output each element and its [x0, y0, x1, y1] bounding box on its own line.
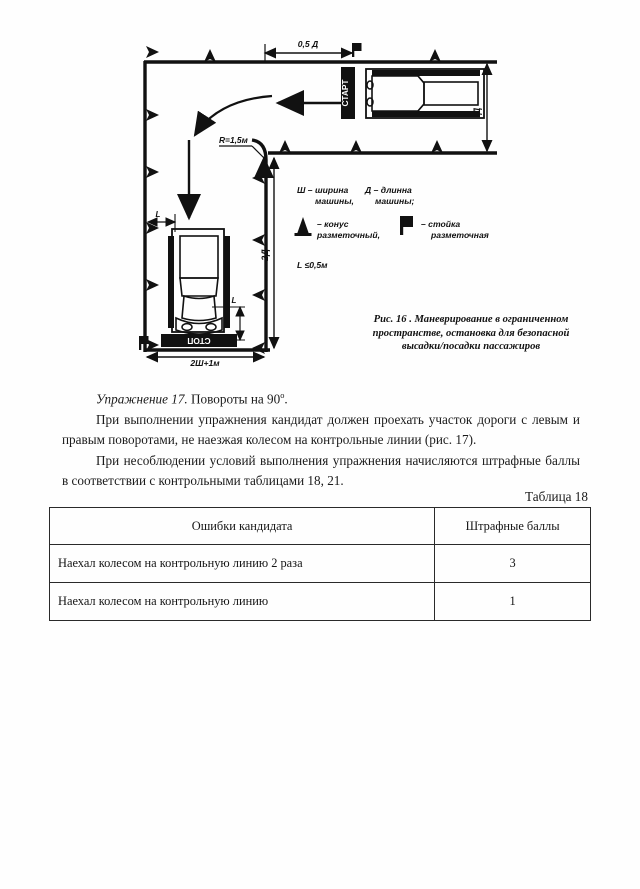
legend-cone-line2: разметочный,	[316, 230, 380, 240]
cone-marker	[146, 109, 159, 121]
start-banner: СТАРТ	[340, 67, 355, 119]
gap-label-right: L	[232, 296, 237, 305]
cone-marker	[204, 49, 216, 62]
radius-label: R=1,5м	[219, 135, 249, 145]
car-top-view-start	[365, 68, 485, 119]
dim-label-two-length: 2Д	[260, 249, 270, 262]
figure-16: 0,5 Д Д 2Д 2Ш+1м L L R=1,5м	[0, 0, 640, 372]
cone-marker	[252, 342, 265, 354]
legend-width-line2: машины,	[315, 196, 354, 206]
penalty-table: Ошибки кандидата Штрафные баллы Наехал к…	[48, 507, 591, 621]
figure-caption-line-3: высадки/посадки пассажиров	[401, 341, 541, 353]
legend-length-line1: Д – длинна	[364, 185, 412, 195]
cone-marker	[279, 140, 291, 153]
cone-marker	[146, 279, 159, 291]
legend-length-line2: машины;	[375, 196, 415, 206]
degree-sign: o	[280, 391, 285, 400]
stop-label: СТОП	[187, 336, 210, 346]
table-number-label: Таблица 18	[525, 489, 588, 504]
legend-cone-line1: – конус	[317, 219, 349, 229]
cone-marker	[350, 140, 362, 153]
exercise-heading: Упражнение 17. Повороты на 90o.	[62, 386, 580, 410]
cone-marker	[252, 234, 265, 246]
paragraph-3: При несоблюдении условий выполнения упра…	[62, 452, 580, 489]
legend-l-value: L ≤0,5м	[297, 260, 328, 270]
cell-error: Наехал колесом на контрольную линию	[48, 582, 436, 621]
legend-post-line1: – стойка	[421, 219, 460, 229]
cone-marker	[252, 289, 265, 301]
table-row: Наехал колесом на контрольную линию 1	[48, 582, 591, 621]
figure-caption-line-1: Рис. 16 . Маневрирование в ограниченном	[373, 314, 569, 325]
table-row: Наехал колесом на контрольную линию 2 ра…	[48, 544, 591, 583]
cell-points: 3	[434, 544, 591, 583]
post-icon	[400, 216, 413, 235]
paragraph-2: При выполнении упражнения кандидат долже…	[62, 411, 580, 448]
exercise-title: Упражнение 17.	[96, 391, 188, 407]
exercise-end: .	[284, 391, 288, 407]
gap-label-left: L	[156, 210, 161, 219]
figure-16-diagram: 0,5 Д Д 2Д 2Ш+1м L L R=1,5м	[139, 39, 497, 368]
cone-marker	[146, 166, 159, 178]
table-header-row: Ошибки кандидата Штрафные баллы	[48, 507, 591, 545]
column-header-errors: Ошибки кандидата	[48, 507, 436, 545]
start-label: СТАРТ	[340, 79, 350, 107]
cone-marker	[146, 222, 159, 234]
legend-width-line1: Ш – ширина	[297, 185, 349, 195]
dim-label-half-length: 0,5 Д	[298, 39, 319, 49]
cone-marker	[146, 46, 159, 58]
cone-marker	[429, 49, 441, 62]
car-top-view-stop	[168, 228, 230, 335]
figure-caption: Рис. 16 . Маневрирование в ограниченном …	[340, 313, 602, 354]
figure-legend: Ш – ширина машины, Д – длинна машины; – …	[294, 185, 489, 270]
cell-points: 1	[434, 582, 591, 621]
column-header-points: Штрафные баллы	[434, 507, 591, 545]
marker-post	[352, 43, 362, 57]
figure-caption-line-2: пространстве, остановка для безопасной	[372, 327, 570, 339]
cone-icon	[294, 217, 312, 236]
exercise-rest: Повороты на 90	[187, 391, 281, 407]
cell-error: Наехал колесом на контрольную линию 2 ра…	[48, 544, 436, 583]
legend-post-line2: разметочная	[430, 230, 489, 240]
stop-banner: СТОП	[161, 334, 237, 347]
dim-label-width: 2Ш+1м	[189, 358, 220, 368]
body-text: Упражнение 17. Повороты на 90o. При выпо…	[62, 386, 580, 491]
cone-marker	[431, 140, 443, 153]
